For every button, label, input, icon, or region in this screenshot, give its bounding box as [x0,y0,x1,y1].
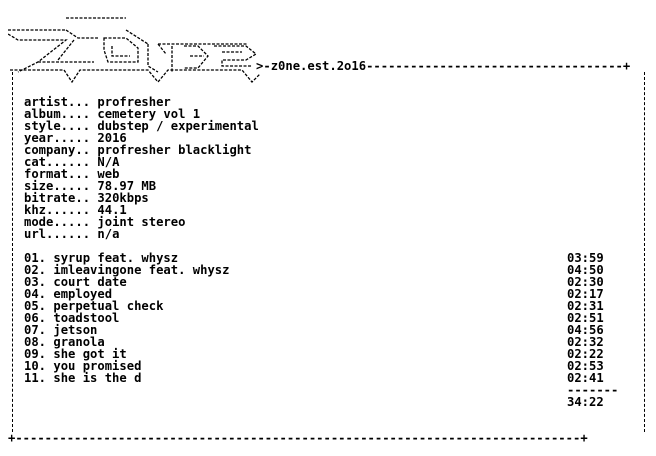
track-title: employed [53,287,113,301]
track-title: she is the d [53,371,142,385]
info-key: format... [24,167,91,181]
track-number: 03. [24,275,47,289]
info-key: url...... [24,227,91,241]
track-title: she got it [53,347,127,361]
track-number: 08. [24,335,47,349]
info-key: mode..... [24,215,91,229]
track-title: court date [53,275,127,289]
track-row: 06. toadstool 02:51 [24,312,614,324]
track-duration: 02:51 [567,311,604,325]
info-row: format... web [24,168,259,180]
info-value: joint stereo [97,215,186,229]
track-number: 09. [24,347,47,361]
info-value: profresher [97,95,171,109]
info-key: year..... [24,131,91,145]
track-title: granola [53,335,105,349]
info-key: bitrate.. [24,191,91,205]
track-number: 01. [24,251,47,265]
info-value: profresher blacklight [97,143,252,157]
track-number: 05. [24,299,47,313]
track-title: jetson [53,323,98,337]
info-value: dubstep / experimental [97,119,259,133]
track-number: 11. [24,371,47,385]
track-title: toadstool [53,311,120,325]
info-value: N/A [97,155,120,169]
track-duration: 02:30 [567,275,604,289]
track-duration: 04:50 [567,263,604,277]
info-key: style.... [24,119,91,133]
track-duration: 02:31 [567,299,604,313]
info-row: cat...... N/A [24,156,259,168]
info-key: cat...... [24,155,91,169]
frame-right-border [640,72,648,432]
track-number: 02. [24,263,47,277]
track-row: 07. jetson 04:56 [24,324,614,336]
info-row: album.... cemetery vol 1 [24,108,259,120]
track-title: you promised [53,359,142,373]
info-value: n/a [97,227,120,241]
frame-left-border [8,72,16,432]
info-row: url...... n/a [24,228,259,240]
top-rule-dashes: -----------------------------------+ [366,59,631,73]
track-row: 11. she is the d 02:41 [24,372,614,384]
info-row: bitrate.. 320kbps [24,192,259,204]
track-number: 06. [24,311,47,325]
track-row: 01. syrup feat. whysz 03:59 [24,252,614,264]
info-value: 44.1 [97,203,127,217]
track-duration: 03:59 [567,251,604,265]
track-title: syrup feat. whysz [53,251,179,265]
info-row: year..... 2016 [24,132,259,144]
info-key: artist... [24,95,91,109]
track-row: 10. you promised 02:53 [24,360,614,372]
track-duration: 04:56 [567,323,604,337]
info-value: cemetery vol 1 [97,107,201,121]
track-row: 04. employed 02:17 [24,288,614,300]
track-row: 02. imleavingone feat. whysz 04:50 [24,264,614,276]
logo-tagline: z0ne.est.2o16 [270,59,367,73]
track-title: imleavingone feat. whysz [53,263,230,277]
logo-tagline-arrow: >- [256,59,271,73]
track-row: 08. granola 02:32 [24,336,614,348]
info-value: 2016 [97,131,127,145]
track-title: perpetual check [53,299,164,313]
info-row: khz...... 44.1 [24,204,259,216]
frame-top-rule: >-z0ne.est.2o16-------------------------… [256,60,630,72]
info-row: company.. profresher blacklight [24,144,259,156]
total-separator: ------- [567,383,619,397]
frame-bottom-rule: +---------------------------------------… [8,431,588,445]
track-duration: 02:17 [567,287,604,301]
info-key: company.. [24,143,91,157]
info-row: size..... 78.97 MB [24,180,259,192]
z0ne-logo-art [8,17,260,84]
track-number: 07. [24,323,47,337]
track-row: 09. she got it 02:22 [24,348,614,360]
info-value: 320kbps [97,191,149,205]
track-duration: 02:53 [567,359,604,373]
track-number: 10. [24,359,47,373]
track-number: 04. [24,287,47,301]
track-row: 03. court date 02:30 [24,276,614,288]
info-value: web [97,167,120,181]
info-row: style.... dubstep / experimental [24,120,259,132]
track-duration: 02:41 [567,371,604,385]
info-row: artist... profresher [24,96,259,108]
track-duration: 02:32 [567,335,604,349]
info-key: khz...... [24,203,91,217]
info-key: album.... [24,107,91,121]
info-value: 78.97 MB [97,179,157,193]
info-row: mode..... joint stereo [24,216,259,228]
track-row: 05. perpetual check 02:31 [24,300,614,312]
ascii-logo [8,10,260,84]
track-duration: 02:22 [567,347,604,361]
info-key: size..... [24,179,91,193]
total-runtime: 34:22 [567,395,604,409]
